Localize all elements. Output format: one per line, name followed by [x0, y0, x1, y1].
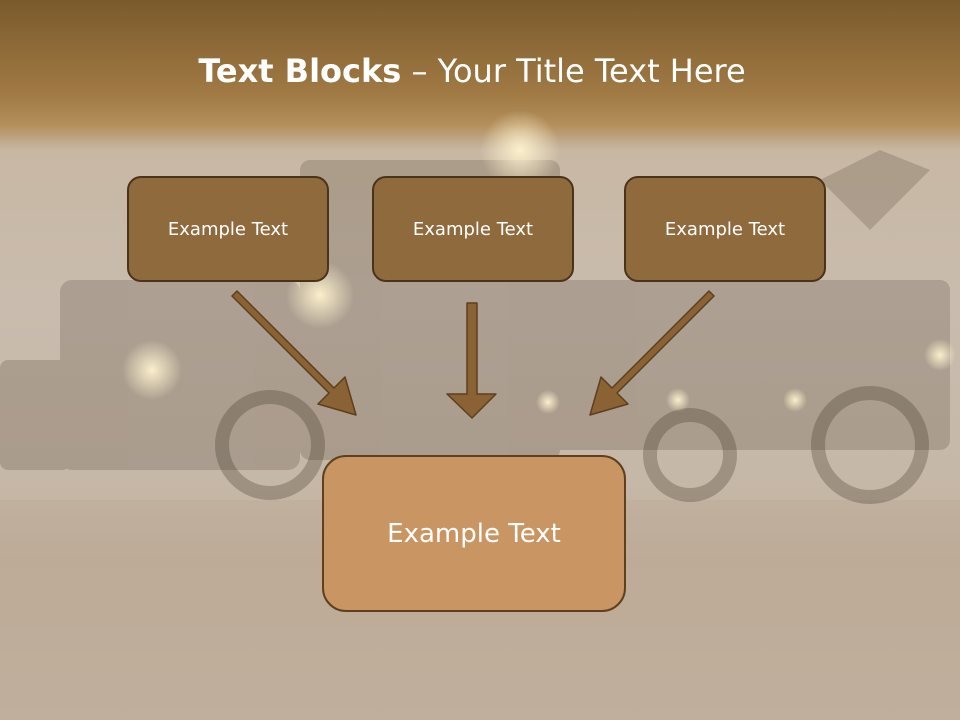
text-block-1-label: Example Text: [167, 218, 289, 240]
title-dash: –: [401, 52, 438, 90]
arrow-left-diagonal-icon: [231, 290, 357, 416]
text-block-2[interactable]: Example Text: [372, 176, 574, 282]
main-text-block-label: Example Text: [387, 518, 561, 549]
main-text-block[interactable]: Example Text: [322, 455, 626, 612]
arrow-down-icon: [446, 302, 497, 419]
arrow-right-diagonal-icon: [589, 290, 715, 416]
title-rest: Your Title Text Here: [437, 52, 746, 90]
text-block-1[interactable]: Example Text: [127, 176, 329, 282]
text-block-3[interactable]: Example Text: [624, 176, 826, 282]
title-bold-part: Text Blocks: [198, 52, 402, 90]
text-block-3-label: Example Text: [664, 218, 786, 240]
slide-title: Text Blocks – Your Title Text Here: [0, 52, 944, 90]
text-block-2-label: Example Text: [412, 218, 534, 240]
